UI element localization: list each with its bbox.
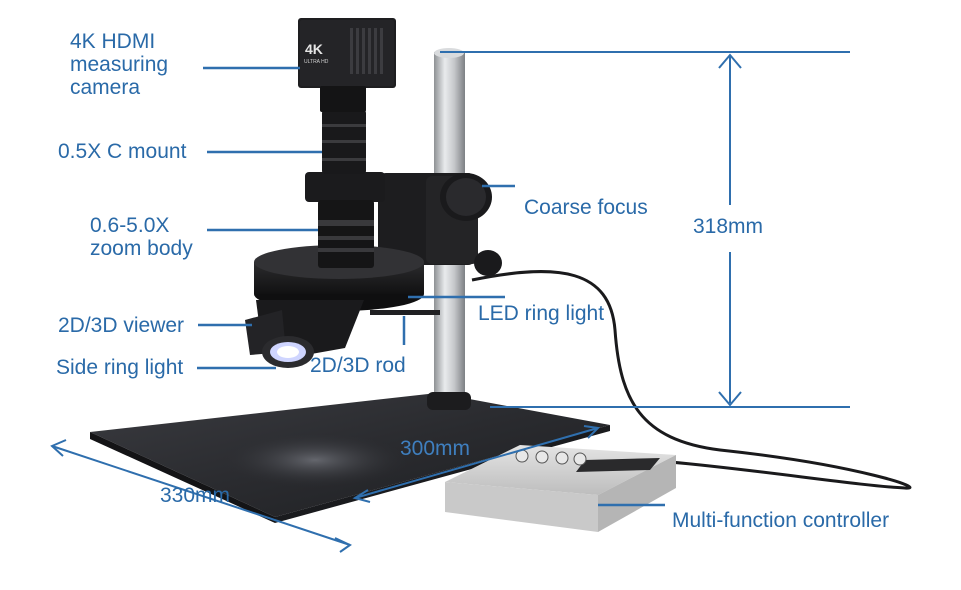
dimension-lines [50,51,850,553]
camera-badge-ultra: ULTRA HD [304,59,329,65]
controller-cable [471,270,912,490]
leader-lines [197,66,665,507]
label-viewer: 2D/3D viewer [58,314,185,337]
label-side-ring: Side ring light [56,356,184,379]
dimension-height-label: 318mm [693,215,764,238]
dimension-width-label: 330mm [160,484,231,507]
label-camera-line1: 4K HDMI [70,30,156,53]
label-camera-line2: measuring [70,53,169,76]
width-dimension [51,445,351,546]
depth-arrow-left [352,489,371,503]
focus-arm [378,173,502,276]
c-mount [322,110,366,174]
dimension-depth-label: 300mm [400,437,471,460]
label-zoom-line1: 0.6-5.0X [90,214,170,237]
label-camera: 4K HDMI measuring camera [70,30,210,99]
zoom-body [305,172,385,268]
label-rod: 2D/3D rod [310,354,406,377]
width-arrow-right [334,537,352,553]
width-arrow-left [50,439,67,457]
label-led-ring: LED ring light [478,302,605,325]
depth-dimension [354,427,599,499]
label-camera-line3: camera [70,76,141,99]
label-coarse-focus: Coarse focus [524,196,648,219]
height-arrow-bottom [718,391,742,407]
height-arrow-top [718,53,742,69]
camera-badge-4k: 4K [305,41,323,57]
viewer-assembly [245,300,364,368]
controller-box [445,445,676,532]
depth-arrow-right [583,425,601,439]
camera-body: 4K ULTRA HD [298,18,396,112]
label-zoom-line2: zoom body [90,237,193,260]
label-controller: Multi-function controller [672,509,890,532]
label-zoom: 0.6-5.0X zoom body [90,214,230,260]
label-c-mount: 0.5X C mount [58,140,187,163]
viewer-rod [370,310,440,315]
